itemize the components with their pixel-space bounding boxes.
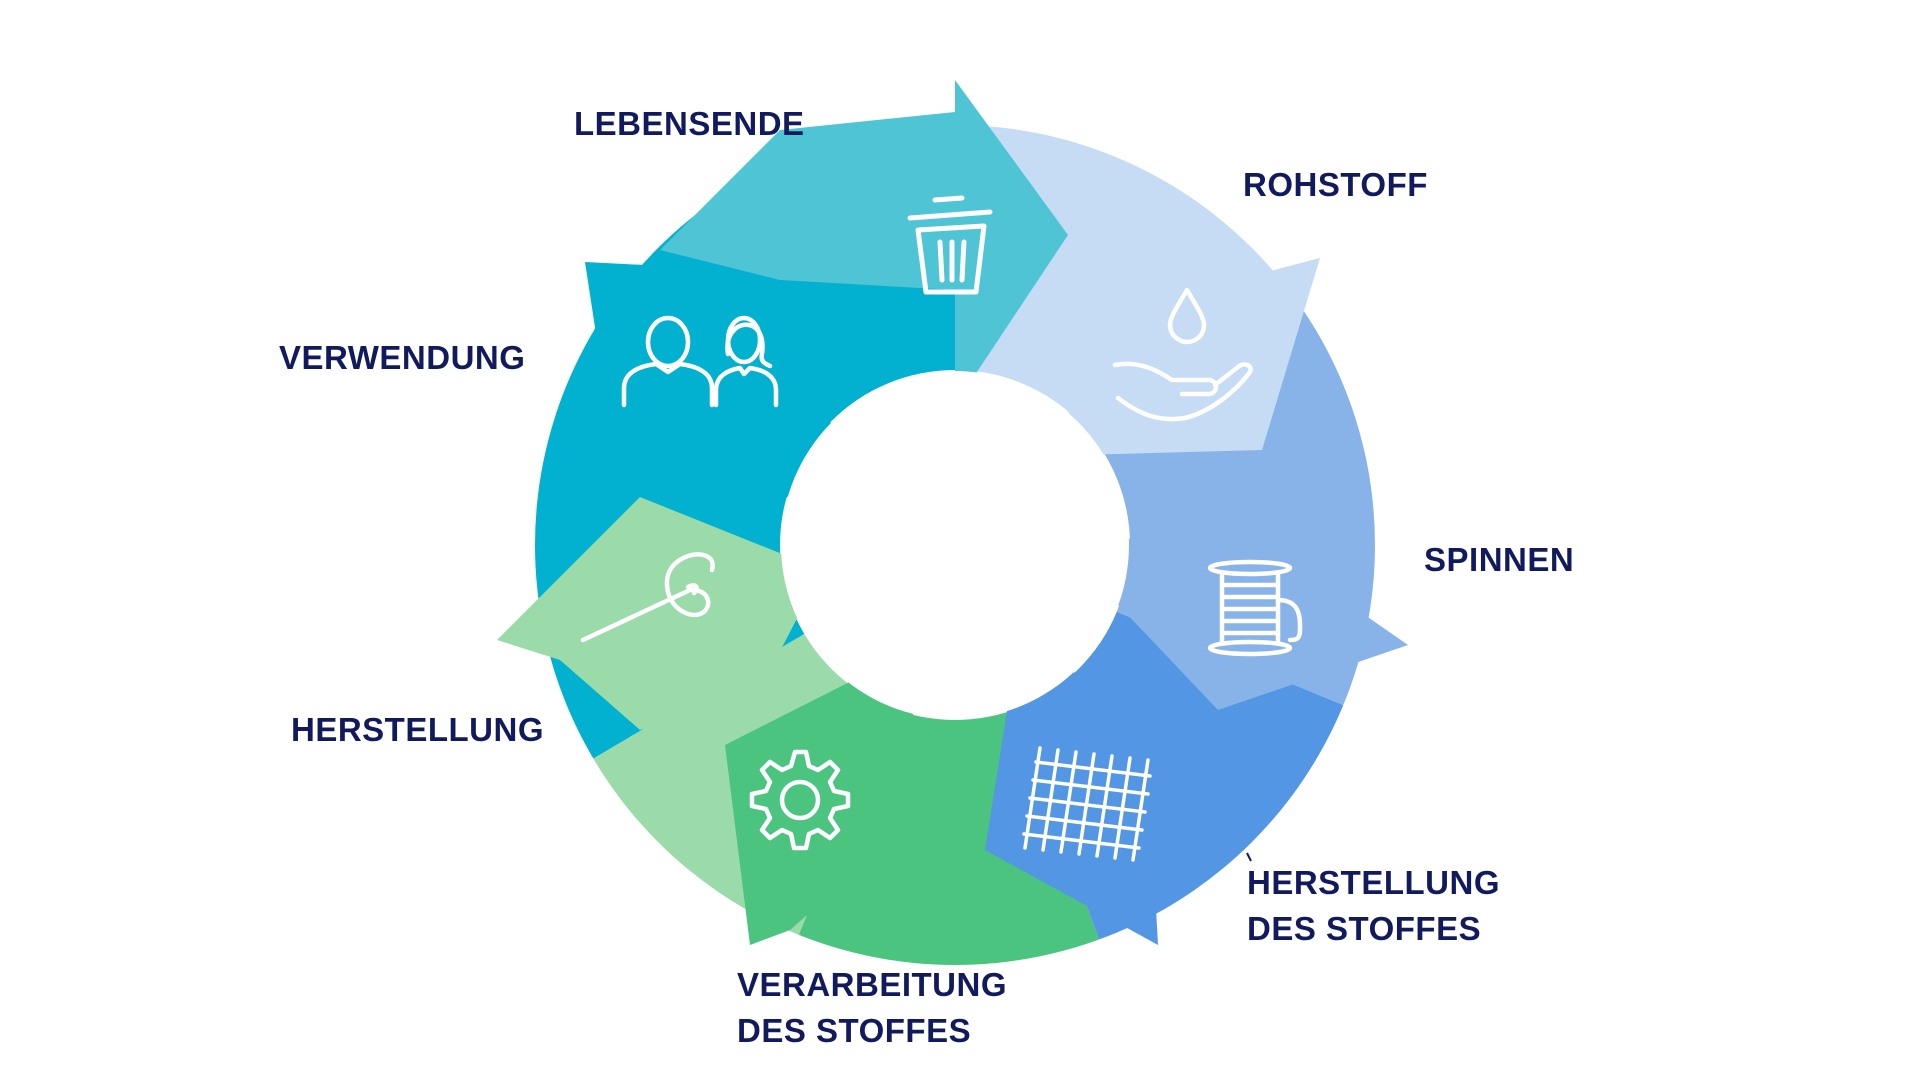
label-verwendung: VERWENDUNG xyxy=(279,335,525,381)
label-line: VERARBEITUNG xyxy=(737,966,1008,1003)
label-herstellung: HERSTELLUNG xyxy=(291,707,544,753)
label-line: VERWENDUNG xyxy=(279,339,526,376)
label-verarbeitung-des-stoffes: VERARBEITUNG DES STOFFES xyxy=(737,962,1007,1054)
needle-thread-icon xyxy=(580,552,715,643)
gear-icon xyxy=(749,749,851,851)
arrow-head-lebensende xyxy=(660,80,1068,405)
thread-spool-icon xyxy=(1207,559,1303,657)
label-line: DES STOFFES xyxy=(1247,910,1482,947)
people-icon xyxy=(621,315,779,408)
arrow-head-herstellung xyxy=(497,497,822,730)
label-line: HERSTELLUNG xyxy=(1247,864,1500,901)
label-tick xyxy=(1246,852,1252,862)
label-line: LEBENSENDE xyxy=(574,105,805,142)
label-herstellung-des-stoffes: HERSTELLUNG DES STOFFES xyxy=(1247,860,1500,952)
arrow-head-verarbeitung xyxy=(725,660,930,945)
water-drop-hand-icon xyxy=(1112,287,1253,422)
label-line: HERSTELLUNG xyxy=(291,711,544,748)
trash-can-icon xyxy=(907,195,993,295)
fabric-weave-icon xyxy=(1022,746,1152,862)
label-line: DES STOFFES xyxy=(737,1012,972,1049)
label-spinnen: SPINNEN xyxy=(1424,537,1574,583)
label-line: ROHSTOFF xyxy=(1243,166,1428,203)
label-line: SPINNEN xyxy=(1424,541,1575,578)
label-rohstoff: ROHSTOFF xyxy=(1243,162,1428,208)
segment-verarbeitung-des-stoffes xyxy=(760,545,1135,965)
label-lebensende: LEBENSENDE xyxy=(574,101,805,147)
center-hole xyxy=(781,371,1129,719)
